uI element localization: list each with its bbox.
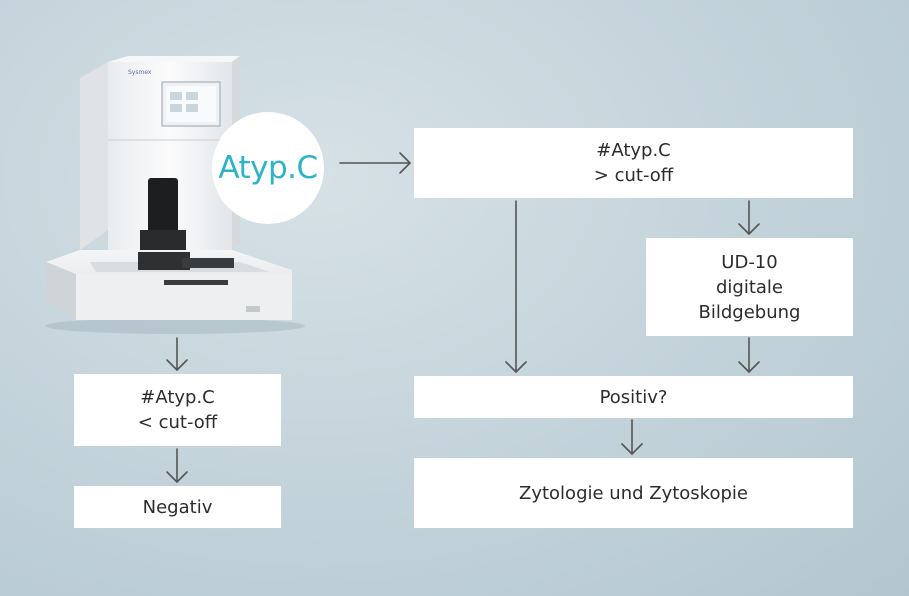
node-atyp-below-cutoff: #Atyp.C < cut-off [74, 374, 281, 446]
node-positiv-label: Positiv? [599, 386, 668, 408]
node-negativ: Negativ [74, 486, 281, 528]
node-atyp-above-cutoff: #Atyp.C > cut-off [414, 128, 853, 198]
atyp-c-circle: Atyp.C [212, 112, 324, 224]
node-negativ-label: Negativ [142, 496, 213, 518]
node-atyp-below-cutoff-line1: #Atyp.C [140, 387, 215, 408]
node-ud10-line1: UD-10 [721, 251, 778, 273]
analyzer-brand: Sysmex [128, 69, 152, 76]
node-atyp-above-cutoff-line1: #Atyp.C [596, 140, 671, 161]
node-ud10-line2: digitale [715, 276, 784, 298]
node-zytologie: Zytologie und Zytoskopie [414, 458, 853, 528]
node-atyp-above-cutoff-line2: > cut-off [593, 165, 674, 186]
node-ud10-line3: Bildgebung [698, 301, 801, 323]
node-positiv: Positiv? [414, 376, 853, 418]
node-atyp-below-cutoff-line2: < cut-off [137, 412, 218, 433]
atyp-c-circle-label: Atyp.C [218, 150, 318, 186]
node-ud10-imaging: UD-10 digitale Bildgebung [646, 238, 853, 336]
node-zytologie-label: Zytologie und Zytoskopie [519, 482, 748, 504]
